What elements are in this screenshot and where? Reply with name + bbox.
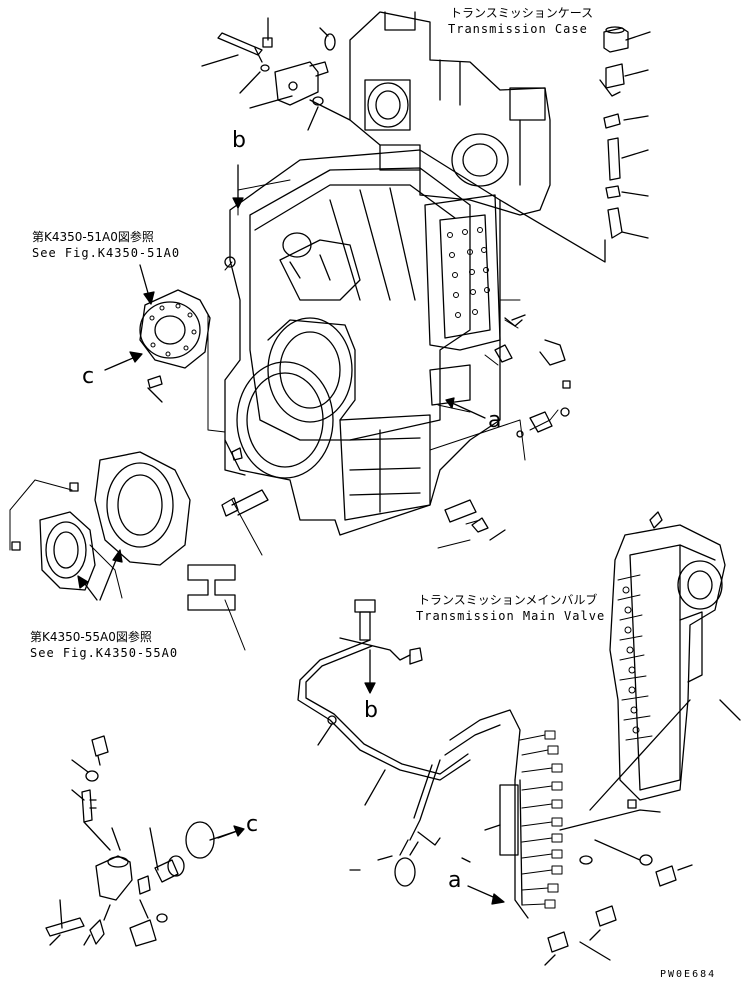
output-flange [139, 289, 211, 403]
main-valve-label-jp: トランスミッションメインバルブ [418, 593, 598, 607]
view-label-a-harness: a [448, 868, 462, 893]
wiring-harness [297, 599, 693, 966]
view-label-a-case: a [488, 408, 502, 433]
breather-block-group [201, 17, 351, 131]
transmission-case [224, 11, 551, 536]
fig-ref-55a0-en: See Fig.K4350-55A0 [30, 646, 179, 660]
breather-assembly [45, 735, 241, 947]
fig-ref-51a0-en: See Fig.K4350-51A0 [32, 246, 181, 260]
main-valve-label-en: Transmission Main Valve [416, 609, 606, 623]
view-label-c-lower: c [246, 812, 259, 837]
fig-ref-55a0-jp: 第K4350-55A0図参照 [30, 630, 152, 644]
sensor-parts-column [499, 26, 651, 263]
view-label-b-top: b [232, 128, 246, 153]
reference-arrows [77, 164, 505, 905]
transmission-main-valve [589, 511, 741, 811]
pto-cover-group [11, 451, 236, 611]
fig-ref-51a0-jp: 第K4350-51A0図参照 [32, 230, 154, 244]
drawing-code: PW0E684 [660, 969, 717, 980]
transmission-case-label-en: Transmission Case [448, 22, 588, 36]
transmission-case-label-jp: トランスミッションケース [450, 6, 594, 20]
view-label-c-left: c [82, 364, 95, 389]
view-label-b-harness: b [364, 698, 378, 723]
fittings [221, 256, 571, 541]
